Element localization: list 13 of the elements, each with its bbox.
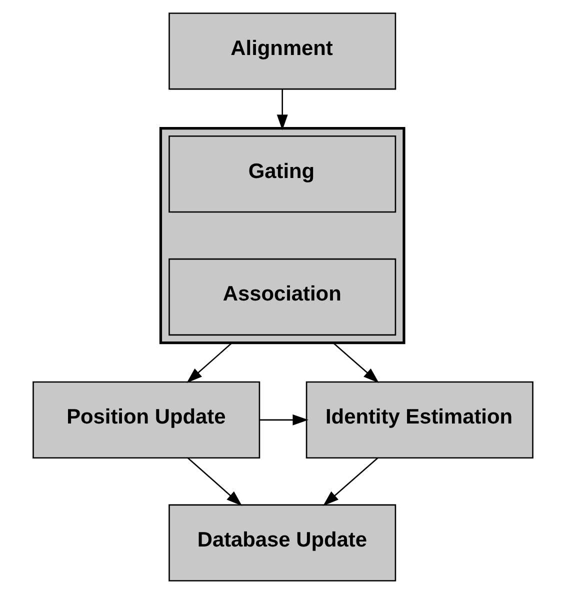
node-box: Identity Estimation: [305, 381, 533, 458]
node-box: Database Update: [168, 504, 396, 582]
arrow: [186, 342, 232, 383]
arrow: [186, 457, 242, 506]
arrow: [259, 414, 308, 426]
node-box: Association: [168, 258, 396, 336]
arrow: [276, 89, 288, 130]
node-box: Alignment: [168, 12, 396, 90]
arrow: [332, 342, 378, 383]
node-box: Gating: [168, 136, 396, 213]
cluster: [158, 127, 405, 344]
arrow: [322, 457, 378, 506]
node-box: Position Update: [32, 381, 260, 458]
